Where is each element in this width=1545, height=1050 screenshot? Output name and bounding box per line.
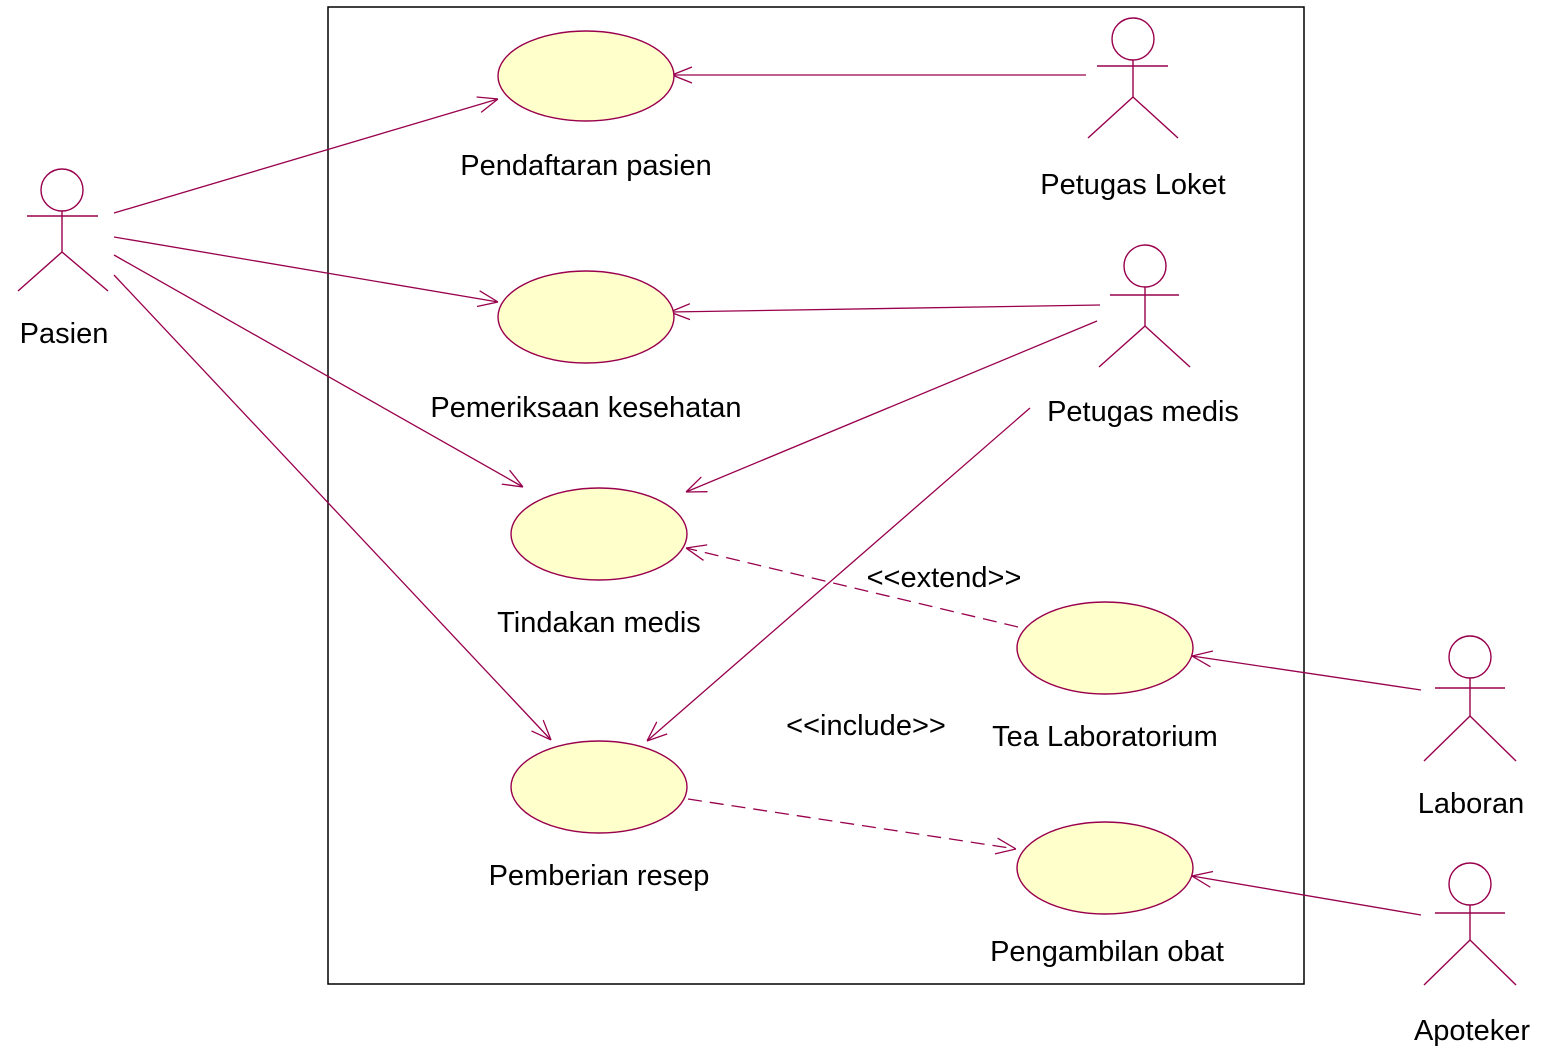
actor-petugas-loket[interactable] xyxy=(1087,17,1179,139)
assoc-pasien-tindakan xyxy=(113,254,523,487)
use-cases xyxy=(497,30,1194,915)
use-case-pendaftaran-pasien[interactable] xyxy=(497,30,675,122)
use-case-label-resep: Pemberian resep xyxy=(489,860,710,892)
use-case-label-obat: Pengambilan obat xyxy=(990,936,1224,968)
assoc-medis-tindakan xyxy=(686,320,1098,492)
extend-lab-tindakan xyxy=(686,548,1019,628)
assoc-apoteker-obat xyxy=(1192,876,1422,916)
actor-label-petugas-loket: Petugas Loket xyxy=(1040,169,1225,201)
stereotype-include: <<include>> xyxy=(786,710,946,742)
actor-laboran[interactable] xyxy=(1423,635,1517,762)
actor-pasien[interactable] xyxy=(17,168,109,292)
actor-label-petugas-medis: Petugas medis xyxy=(1047,396,1239,428)
use-case-label-pemeriksaan: Pemeriksaan kesehatan xyxy=(430,392,741,424)
assoc-pasien-resep xyxy=(113,274,551,740)
actor-label-pasien: Pasien xyxy=(20,318,109,350)
actor-label-apoteker: Apoteker xyxy=(1414,1015,1530,1047)
assoc-medis-pemeriksaan xyxy=(670,305,1101,312)
system-boundary xyxy=(327,6,1305,985)
assoc-medis-resep xyxy=(647,407,1031,741)
use-case-tindakan-medis[interactable] xyxy=(510,487,688,581)
include-resep-obat xyxy=(687,798,1016,849)
actor-label-laboran: Laboran xyxy=(1418,788,1524,820)
use-case-tea-laboratorium[interactable] xyxy=(1016,601,1194,695)
use-case-label-lab: Tea Laboratorium xyxy=(992,721,1218,753)
use-case-label-tindakan: Tindakan medis xyxy=(497,607,701,639)
assoc-pasien-pemeriksaan xyxy=(113,236,498,302)
use-case-pemeriksaan-kesehatan[interactable] xyxy=(497,270,675,364)
use-case-pemberian-resep[interactable] xyxy=(510,740,688,834)
actor-petugas-medis[interactable] xyxy=(1098,244,1191,368)
assoc-laboran-lab xyxy=(1192,656,1422,691)
use-case-label-pendaftaran: Pendaftaran pasien xyxy=(460,150,712,182)
relationships xyxy=(113,75,1422,916)
stereotype-extend: <<extend>> xyxy=(867,562,1022,594)
use-case-pengambilan-obat[interactable] xyxy=(1016,821,1194,915)
actor-apoteker[interactable] xyxy=(1423,862,1517,986)
assoc-pasien-pendaftaran xyxy=(113,99,498,214)
